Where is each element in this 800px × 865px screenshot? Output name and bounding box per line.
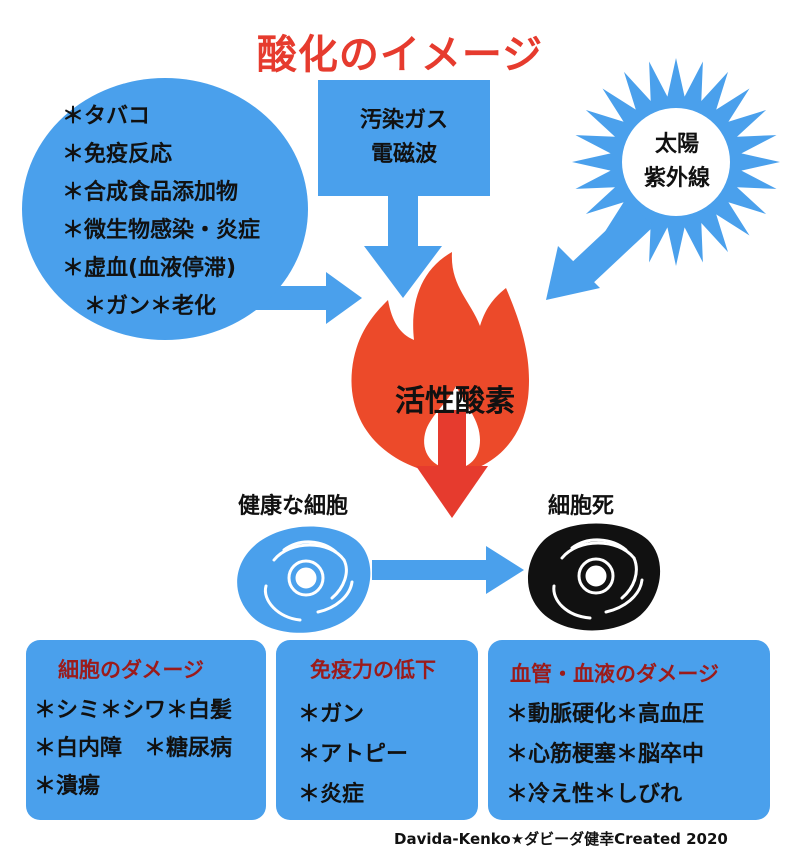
causes-list: ＊タバコ ＊免疫反応 ＊合成食品添加物 ＊微生物感染・炎症 ＊虚血(血液停滞) … bbox=[62, 98, 260, 326]
arrow-gas-to-flame bbox=[364, 196, 442, 298]
damage-box-cells: 細胞のダメージ ＊シミ＊シワ＊白髪 ＊白内障 ＊糖尿病 ＊潰瘍 bbox=[26, 640, 266, 820]
cause-item: ＊タバコ bbox=[62, 104, 151, 129]
damage-item: ＊シミ＊シワ＊白髪 bbox=[34, 698, 233, 723]
active-oxygen-label: 活性酸素 bbox=[395, 384, 515, 419]
damage-item: ＊炎症 bbox=[298, 782, 365, 807]
damage-item: ＊心筋梗塞＊脳卒中 bbox=[506, 742, 705, 767]
dead-cell-icon bbox=[527, 523, 661, 631]
causes-blob bbox=[22, 78, 308, 340]
cause-item: ＊合成食品添加物 bbox=[62, 180, 239, 205]
pollution-line2: 電磁波 bbox=[370, 142, 437, 167]
cell-icon bbox=[237, 526, 371, 633]
damage-box-title: 細胞のダメージ bbox=[58, 658, 204, 682]
sun-label: 太陽 紫外線 bbox=[622, 128, 732, 196]
damage-box-immunity: 免疫力の低下 ＊ガン ＊アトピー ＊炎症 bbox=[276, 640, 478, 820]
damage-item: ＊動脈硬化＊高血圧 bbox=[506, 702, 705, 727]
arrow-sun-to-flame bbox=[546, 206, 654, 300]
damage-item: ＊冷え性＊しびれ bbox=[506, 782, 683, 807]
pollution-box: 汚染ガス 電磁波 bbox=[318, 80, 490, 196]
cause-item: ＊免疫反応 bbox=[62, 142, 173, 167]
arrow-cell-to-death bbox=[372, 546, 524, 594]
damage-box-blood: 血管・血液のダメージ ＊動脈硬化＊高血圧 ＊心筋梗塞＊脳卒中 ＊冷え性＊しびれ bbox=[488, 640, 770, 820]
damage-item: ＊アトピー bbox=[298, 742, 409, 767]
sun-line1: 太陽 bbox=[654, 132, 699, 157]
sun-line2: 紫外線 bbox=[643, 166, 710, 191]
cause-item: ＊虚血(血液停滞) bbox=[62, 256, 237, 281]
healthy-cell-label: 健康な細胞 bbox=[238, 494, 349, 519]
damage-box-title: 血管・血液のダメージ bbox=[510, 662, 719, 686]
damage-item: ＊白内障 ＊糖尿病 bbox=[34, 736, 233, 761]
dead-cell-label: 細胞死 bbox=[548, 494, 615, 519]
cause-item: ＊ガン＊老化 bbox=[84, 294, 217, 319]
cause-item: ＊微生物感染・炎症 bbox=[62, 218, 261, 243]
damage-box-title: 免疫力の低下 bbox=[310, 658, 436, 682]
damage-item: ＊潰瘍 bbox=[34, 774, 101, 799]
pollution-line1: 汚染ガス bbox=[359, 108, 448, 133]
credit-text: Davida-Kenko★ダビーダ健幸Created 2020 bbox=[394, 830, 728, 848]
arrow-flame-down bbox=[416, 410, 488, 518]
page-title: 酸化のイメージ bbox=[256, 32, 544, 78]
damage-item: ＊ガン bbox=[298, 702, 365, 727]
